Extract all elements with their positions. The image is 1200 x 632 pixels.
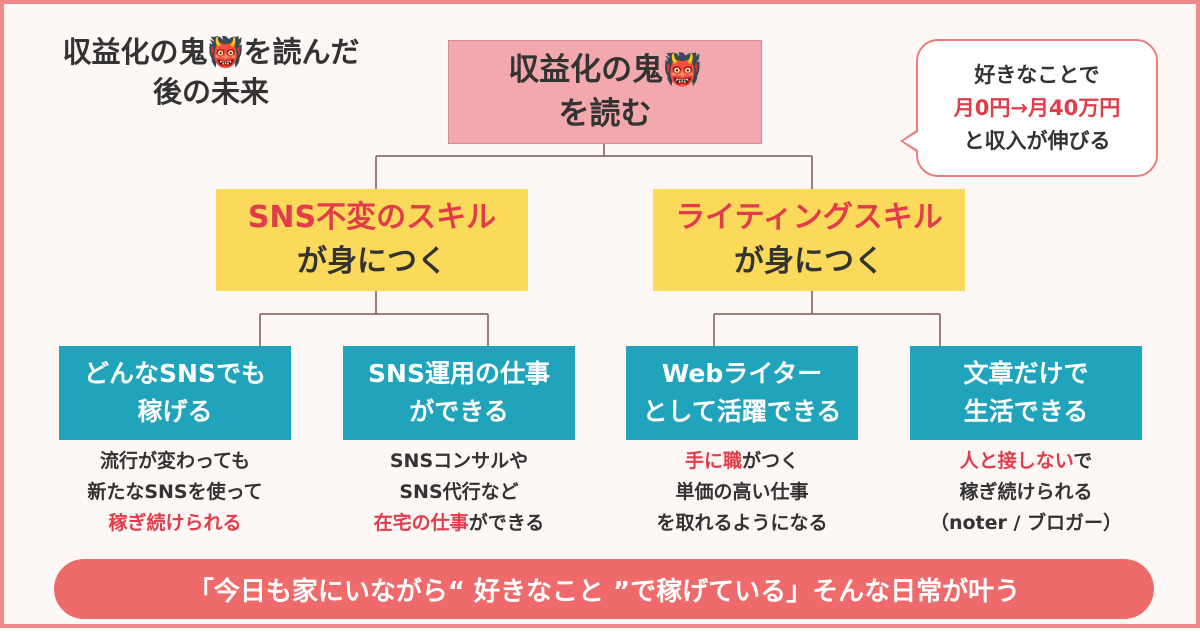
desc-line: 稼ぎ続けられる [896, 477, 1156, 508]
desc-text: ができる [468, 512, 545, 534]
outcome-line1: Webライター [661, 359, 823, 388]
root-node: 収益化の鬼👹 を読む [448, 40, 762, 144]
desc-line: （noter / ブロガー） [896, 508, 1156, 539]
bubble-line3: と収入が伸びる [963, 128, 1111, 153]
outcome-description: 人と接しないで 稼ぎ続けられる （noter / ブロガー） [896, 446, 1156, 539]
outcome-node: Webライター として活躍できる [626, 346, 858, 440]
connector-lines [259, 142, 941, 346]
desc-text: （noter / ブロガー） [929, 512, 1123, 534]
skill-node-writing: ライティングスキル が身につく [653, 189, 965, 291]
desc-line: 稼ぎ続けられる [45, 508, 305, 539]
root-line2: を読む [558, 96, 652, 132]
outcome-node: どんなSNSでも 稼げる [59, 346, 291, 440]
bubble-line2: 月0円→月40万円 [953, 95, 1121, 120]
outcome-node: SNS運用の仕事 ができる [343, 346, 575, 440]
desc-line: SNS代行など [329, 477, 589, 508]
desc-highlight: 人と接しない [959, 450, 1074, 472]
outcome-description: 手に職がつく 単価の高い仕事 を取れるようになる [612, 446, 872, 539]
outcome-line1: SNS運用の仕事 [368, 359, 550, 388]
title-note: 収益化の鬼👹を読んだ 後の未来 [46, 32, 376, 112]
speech-bubble-tail [900, 129, 918, 153]
skill-node-sns: SNS不変のスキル が身につく [216, 189, 528, 291]
desc-text: SNSコンサルや [389, 450, 529, 472]
skill-line2: が身につく [734, 244, 884, 279]
outcome-line2: ができる [409, 397, 509, 426]
outcome-line1: 文章だけで [963, 359, 1089, 388]
outcome-line2: 生活できる [963, 397, 1089, 426]
bottom-banner: 「今日も家にいながら“ 好きなこと ”で稼げている」そんな日常が叶う [54, 559, 1154, 619]
desc-text: SNS代行など [399, 481, 519, 503]
desc-text: 単価の高い仕事 [675, 481, 809, 503]
desc-text: 流行が変わっても [99, 450, 251, 472]
outcome-description: 流行が変わっても 新たなSNSを使って 稼ぎ続けられる [45, 446, 305, 539]
bubble-line1: 好きなことで [974, 62, 1100, 87]
banner-text: 「今日も家にいながら“ 好きなこと ”で稼げている」そんな日常が叶う [187, 576, 1021, 607]
title-note-line1: 収益化の鬼👹を読んだ [62, 35, 360, 69]
outcome-line1: どんなSNSでも [84, 359, 266, 388]
desc-line: 流行が変わっても [45, 446, 305, 477]
desc-line: を取れるようになる [612, 508, 872, 539]
outcome-node: 文章だけで 生活できる [910, 346, 1142, 440]
desc-text: がつく [742, 450, 800, 472]
skill-highlight: SNS不変のスキル [247, 200, 497, 235]
skill-highlight: ライティングスキル [675, 200, 943, 235]
desc-text: で [1073, 450, 1093, 472]
root-line1: 収益化の鬼👹 [508, 52, 702, 88]
desc-highlight: 手に職 [684, 450, 742, 472]
desc-line: SNSコンサルや [329, 446, 589, 477]
desc-text: 稼ぎ続けられる [959, 481, 1093, 503]
outcome-description: SNSコンサルや SNS代行など 在宅の仕事ができる [329, 446, 589, 539]
desc-text: 新たなSNSを使って [87, 481, 263, 503]
skill-line2: が身につく [297, 244, 447, 279]
desc-highlight: 在宅の仕事 [373, 512, 469, 534]
desc-highlight: 稼ぎ続けられる [108, 512, 242, 534]
desc-text: を取れるようになる [656, 512, 828, 534]
outcome-line2: 稼げる [137, 397, 213, 426]
desc-line: 人と接しないで [896, 446, 1156, 477]
desc-line: 手に職がつく [612, 446, 872, 477]
outcome-line2: として活躍できる [642, 397, 842, 426]
desc-line: 単価の高い仕事 [612, 477, 872, 508]
title-note-line2: 後の未来 [152, 75, 269, 109]
desc-line: 新たなSNSを使って [45, 477, 305, 508]
desc-line: 在宅の仕事ができる [329, 508, 589, 539]
speech-bubble: 好きなことで 月0円→月40万円 と収入が伸びる [900, 39, 1158, 177]
